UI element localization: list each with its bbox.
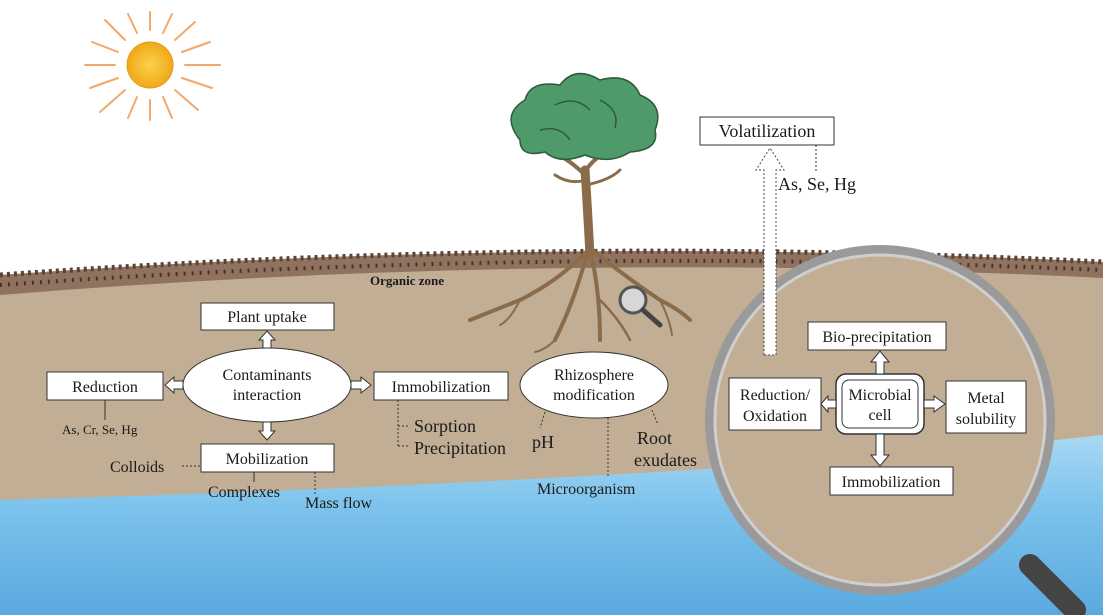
plant-uptake-label: Plant uptake [227,309,307,326]
root-label: Root [637,428,672,448]
exudates-label: exudates [634,450,697,470]
microbial-cell-line1: Microbial [848,387,912,404]
sun-icon [84,11,221,121]
contaminants-interaction-ellipse [182,347,352,423]
colloids-label: Colloids [110,459,164,476]
mobilization-label: Mobilization [226,451,309,468]
redox-box [728,377,822,431]
contaminants-line2: interaction [233,387,301,404]
immobilization-label: Immobilization [392,379,491,396]
redox-line1: Reduction/ [740,387,811,404]
tree-trunk [543,143,627,260]
rhizosphere-line2: modification [553,387,635,404]
bio-precipitation-box [807,321,947,351]
sorption-label: Sorption [414,416,476,436]
metal-line1: Metal [967,390,1005,407]
volatilization-arrow [755,147,785,356]
volatilization-box [699,116,835,146]
tree-canopy [510,72,659,161]
microbial-cell-line2: cell [868,407,892,424]
volatilization-elements: As, Se, Hg [778,174,856,194]
micro-immobilization-box [829,466,954,496]
reduction-box [46,371,164,401]
metal-line2: solubility [956,411,1016,428]
micro-immobilization-label: Immobilization [842,474,941,491]
volatilization-label: Volatilization [719,121,816,141]
microbial-cell-arrows [820,350,946,467]
plant-uptake-box [200,302,335,331]
bio-precipitation-label: Bio-precipitation [822,329,931,346]
immobilization-box [373,371,509,401]
rhizosphere-ellipse [519,351,669,419]
metal-solubility-box [945,380,1027,434]
mobilization-box [200,443,335,473]
redox-line2: Oxidation [743,408,807,425]
contaminants-arrows [164,330,372,441]
microbial-cell-inner [841,379,919,429]
contaminants-line1: Contaminants [223,367,312,384]
organic-zone-label: Organic zone [370,273,444,288]
mass-flow-label: Mass flow [305,495,373,512]
rhizosphere-line1: Rhizosphere [554,367,634,384]
microorganism-label: Microorganism [537,481,636,498]
reduction-label: Reduction [72,379,138,396]
precipitation-label: Precipitation [414,438,506,458]
small-magnifier-icon [618,285,663,328]
complexes-label: Complexes [208,484,280,501]
reduction-elements: As, Cr, Se, Hg [62,422,138,437]
ph-label: pH [532,432,554,452]
